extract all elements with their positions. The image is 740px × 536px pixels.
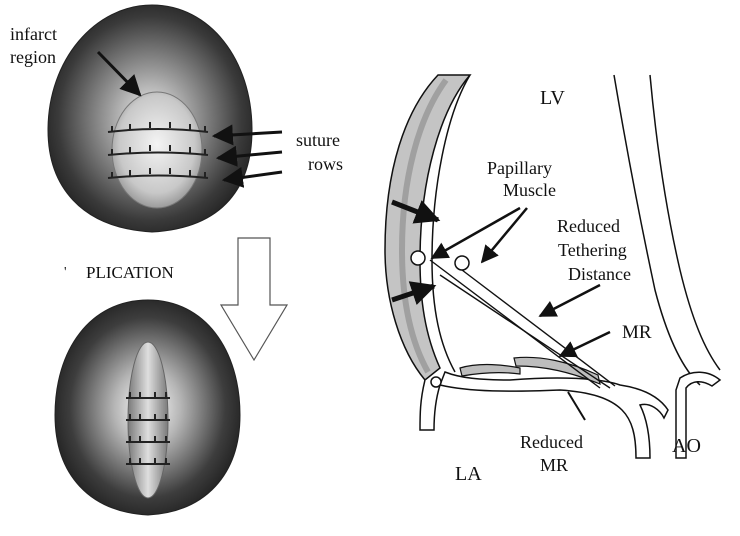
reduced-mr-line2: MR — [540, 455, 568, 475]
tethering-arrow — [540, 285, 600, 316]
papillary-label-line1: Papillary — [487, 158, 552, 178]
papillary-label-line2: Muscle — [503, 180, 556, 200]
la-label: LA — [455, 463, 482, 485]
ao-label: AO — [672, 435, 701, 457]
plication-label: PLICATION — [86, 263, 174, 282]
infarct-label-line2: region — [10, 47, 56, 67]
lv-label: LV — [540, 87, 565, 109]
reduced-tethering-line1: Reduced — [557, 216, 620, 236]
papillary-muscle-2 — [455, 256, 469, 270]
plication-tick: ' — [64, 265, 67, 280]
infarct-region — [112, 92, 202, 208]
lv-outer-wall — [385, 75, 470, 380]
annulus-dot — [431, 377, 441, 387]
reduced-mr-arrow — [568, 392, 585, 420]
mr-label: MR — [622, 322, 652, 343]
mitral-leaflet-ant — [460, 365, 520, 376]
suture-label-line1: suture — [296, 130, 340, 150]
suture-label-line2: rows — [308, 154, 343, 174]
papillary-muscle-1 — [411, 251, 425, 265]
reduced-tethering-line3: Distance — [568, 264, 631, 284]
mr-arrow — [560, 332, 610, 356]
reduced-tethering-line2: Tethering — [558, 240, 627, 260]
lv-septum-wall-outer — [650, 75, 720, 370]
reduced-mr-line1: Reduced — [520, 432, 583, 452]
plication-hollow-arrow — [221, 238, 287, 360]
infarct-label-line1: infarct — [10, 24, 57, 44]
